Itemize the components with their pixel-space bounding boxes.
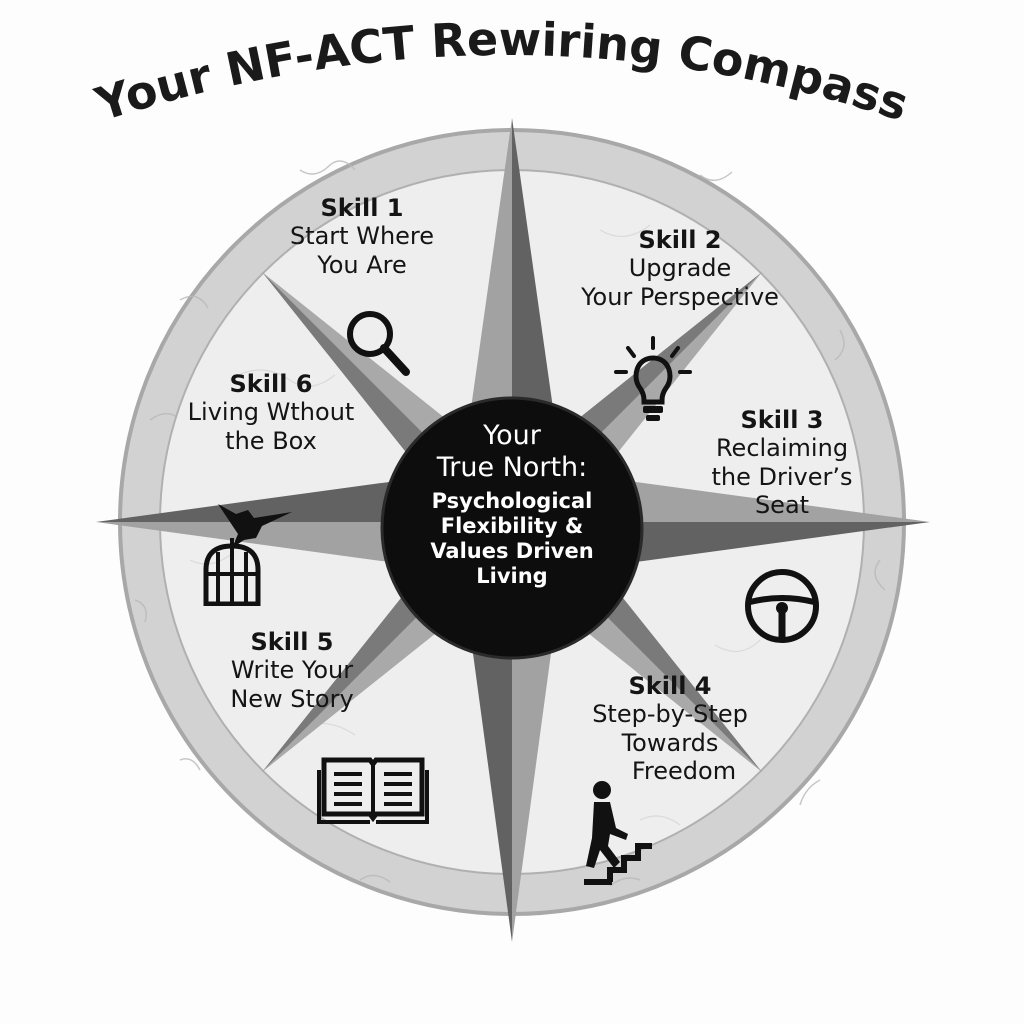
skill-4-line-1: Step-by-Step	[592, 700, 748, 729]
steering-wheel-icon	[745, 569, 819, 643]
skill-4-line-2: Towards	[621, 728, 719, 757]
skill-1-title: Skill 1	[320, 194, 404, 222]
skill-3-title: Skill 3	[740, 406, 824, 434]
open-book-icon	[317, 757, 429, 824]
center-line-4: Flexibility &	[440, 513, 584, 538]
bird-leaving-cage-icon	[203, 504, 292, 606]
lightbulb-icon	[614, 336, 692, 421]
diagram-title: Your NF-ACT Rewiring Compass	[89, 12, 916, 132]
skill-4-title: Skill 4	[628, 672, 712, 700]
skill-5-line-1: Write Your	[230, 656, 354, 685]
skill-2-line-1: Upgrade	[628, 254, 732, 283]
person-climbing-stairs-icon	[584, 781, 652, 885]
skill-5-title: Skill 5	[250, 628, 334, 656]
skill-2-title: Skill 2	[638, 226, 722, 254]
skill-4-label: Skill 4 Step-by-Step Towards Freedom	[572, 672, 768, 785]
center-label: Your True North: Psychological Flexibili…	[392, 420, 632, 590]
skill-2-line-2: Your Perspective	[581, 282, 779, 311]
skill-3-line-3: Seat	[754, 490, 810, 519]
skill-3-label: Skill 3 Reclaiming the Driver’s Seat	[692, 406, 872, 519]
center-hub	[380, 396, 644, 660]
skill-6-line-2: the Box	[225, 426, 317, 455]
magnifying-glass-icon	[347, 311, 410, 376]
skill-4-line-3: Freedom	[631, 756, 737, 785]
center-line-6: Living	[476, 564, 548, 589]
center-line-2: True North:	[436, 452, 588, 484]
skill-1-label: Skill 1 Start Where You Are	[262, 194, 462, 279]
skill-5-label: Skill 5 Write Your New Story	[192, 628, 392, 713]
center-line-1: Your	[483, 420, 541, 451]
skill-2-label: Skill 2 Upgrade Your Perspective	[560, 226, 800, 311]
skill-6-line-1: Living Wthout	[187, 398, 355, 427]
skill-1-line-2: You Are	[317, 250, 407, 279]
skill-3-line-1: Reclaiming	[715, 434, 849, 463]
skill-5-line-2: New Story	[230, 684, 354, 713]
skill-6-label: Skill 6 Living Wthout the Box	[166, 370, 376, 455]
center-line-3: Psychological	[431, 488, 593, 513]
center-line-5: Values Driven	[430, 539, 594, 564]
skill-1-line-1: Start Where	[289, 222, 435, 251]
ring-texture	[134, 160, 886, 887]
skill-3-line-2: the Driver’s	[711, 462, 853, 491]
skill-6-title: Skill 6	[229, 370, 313, 398]
